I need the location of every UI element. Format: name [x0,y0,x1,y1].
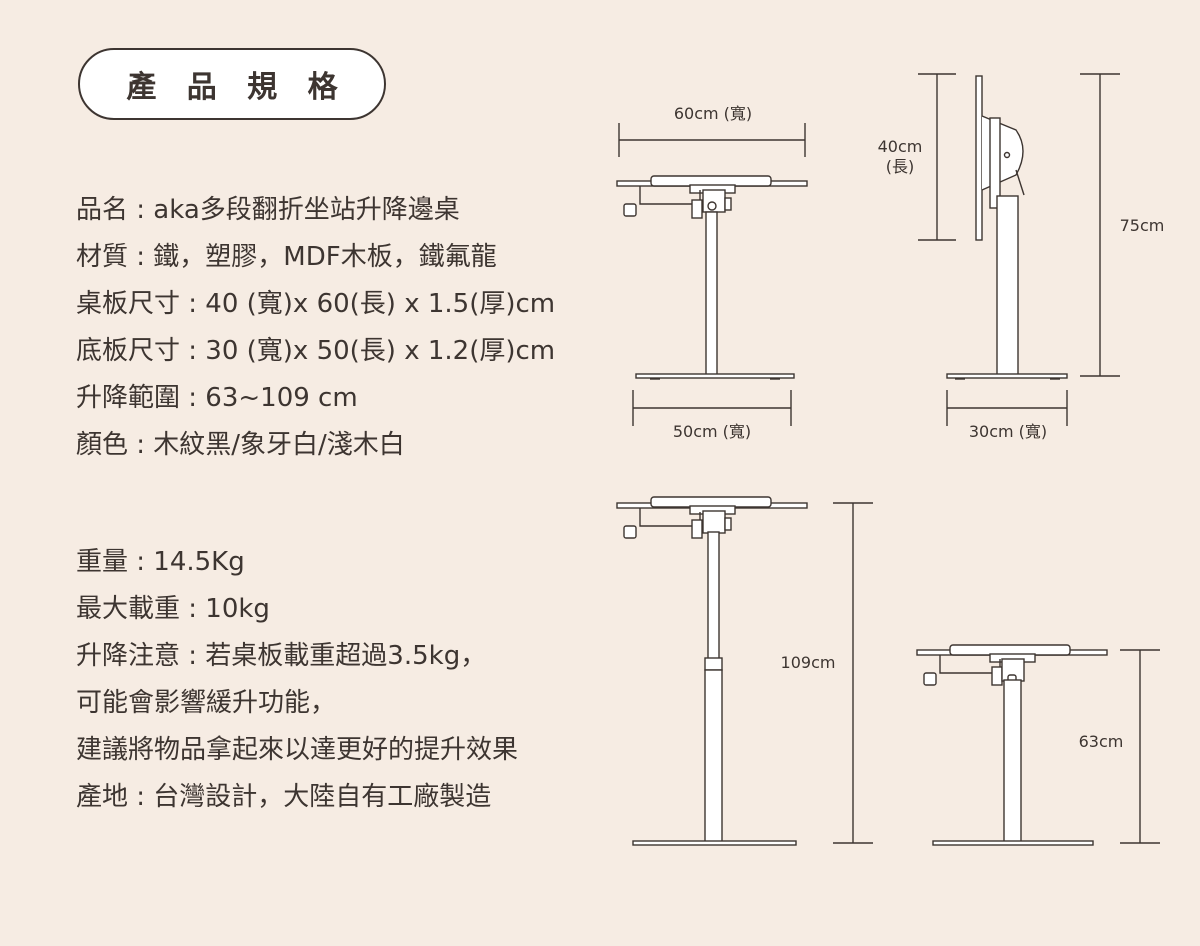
spec-list-secondary: 重量 : 14.5Kg 最大載重 : 10kg 升降注意 : 若桌板載重超過3.… [76,539,518,821]
spec-list-primary: 品名 : aka多段翻折坐站升降邊桌 材質 : 鐵，塑膠，MDF木板，鐵氟龍 桌… [76,187,555,469]
spec-product-name: 品名 : aka多段翻折坐站升降邊桌 [76,195,460,225]
front-view-diagram [616,123,808,426]
spec-lift-range: 升降範圍 : 63~109 cm [76,383,358,413]
min-height-diagram [916,644,1160,846]
label-top-width: 60cm (寬) [674,104,752,123]
spec-origin: 產地 : 台灣設計，大陸自有工廠製造 [76,782,492,812]
label-top-length-1: 40cm [878,137,923,156]
label-base-width: 30cm (寬) [969,422,1047,441]
side-view-diagram [918,73,1120,426]
spec-max-load: 最大載重 : 10kg [76,594,270,624]
spec-lift-note: 升降注意 : 若桌板載重超過3.5kg， [76,641,487,671]
spec-colors: 顏色 : 木紋黑/象牙白/淺木白 [76,430,405,460]
label-height-min: 63cm [1079,732,1124,751]
label-height-total: 75cm [1120,216,1165,235]
spec-lift-note-3: 建議將物品拿起來以達更好的提升效果 [76,735,519,765]
label-height-max: 109cm [781,653,836,672]
spec-tabletop-size: 桌板尺寸 : 40 (寬)x 60(長) x 1.5(厚)cm [76,289,556,319]
spec-base-size: 底板尺寸 : 30 (寬)x 50(長) x 1.2(厚)cm [76,336,556,366]
spec-weight: 重量 : 14.5Kg [76,547,245,577]
max-height-diagram [616,496,873,846]
label-top-length-2: (長) [886,157,915,176]
title-pill: 產 品 規 格 [78,48,386,120]
page-title: 產 品 規 格 [126,70,348,105]
label-base-length: 50cm (寬) [673,422,751,441]
spec-lift-note-2: 可能會影響緩升功能， [76,688,337,718]
spec-material: 材質 : 鐵，塑膠，MDF木板，鐵氟龍 [76,242,497,272]
